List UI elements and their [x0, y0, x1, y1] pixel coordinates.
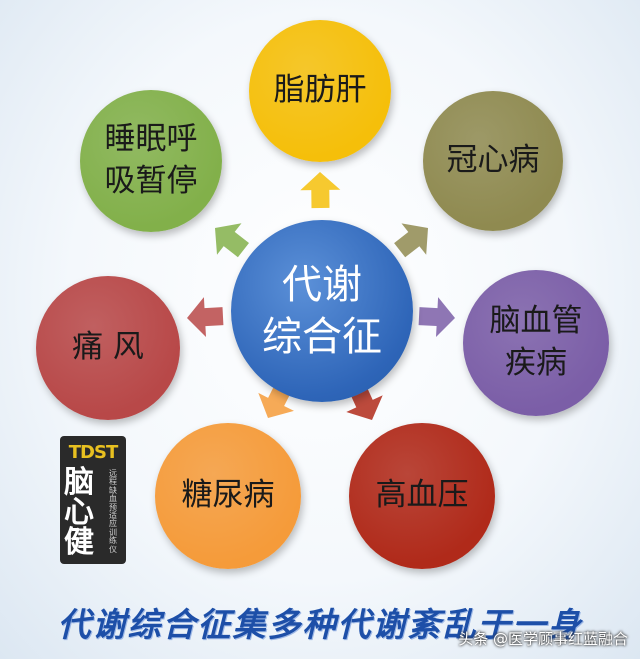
center-node: 代谢 综合征 — [231, 220, 413, 402]
slogan: 代谢综合征集多种代谢紊乱于一身 — [57, 605, 583, 644]
center-label: 代谢 综合征 — [262, 262, 382, 360]
node-gout-label: 痛 风 — [72, 329, 144, 366]
node-cerebrovascular-label: 脑血管 疾病 — [489, 303, 583, 381]
watermark: 头条 @医学顾事红蓝融合 — [458, 630, 628, 648]
logo-brand: TDST — [68, 442, 118, 463]
logo-big-text: 脑 心 健 — [64, 465, 94, 560]
node-diabetes: 糖尿病 — [155, 423, 301, 569]
node-diabetes-label: 糖尿病 — [181, 477, 275, 514]
arrow-to-sleep-apnea — [215, 223, 249, 258]
arrow-to-cerebrovascular — [418, 297, 455, 337]
logo-small-text: 远程缺血预适应训练仪 — [109, 469, 117, 554]
node-sleep-apnea-label: 睡眠呼 吸暂停 — [104, 121, 198, 199]
node-hypertension: 高血压 — [349, 423, 495, 569]
node-fatty-liver-label: 脂肪肝 — [273, 72, 367, 109]
node-gout: 痛 风 — [36, 276, 180, 420]
node-fatty-liver: 脂肪肝 — [249, 20, 391, 162]
node-cerebrovascular: 脑血管 疾病 — [463, 270, 609, 416]
node-coronary: 冠心病 — [423, 91, 563, 231]
arrow-to-coronary — [394, 223, 428, 258]
node-hypertension-label: 高血压 — [375, 477, 469, 514]
node-coronary-label: 冠心病 — [446, 142, 540, 179]
arrow-to-fatty-liver — [300, 172, 341, 209]
logo: TDST 脑 心 健 远程缺血预适应训练仪 — [60, 436, 126, 564]
arrow-to-gout — [187, 297, 224, 337]
node-sleep-apnea: 睡眠呼 吸暂停 — [80, 90, 222, 232]
